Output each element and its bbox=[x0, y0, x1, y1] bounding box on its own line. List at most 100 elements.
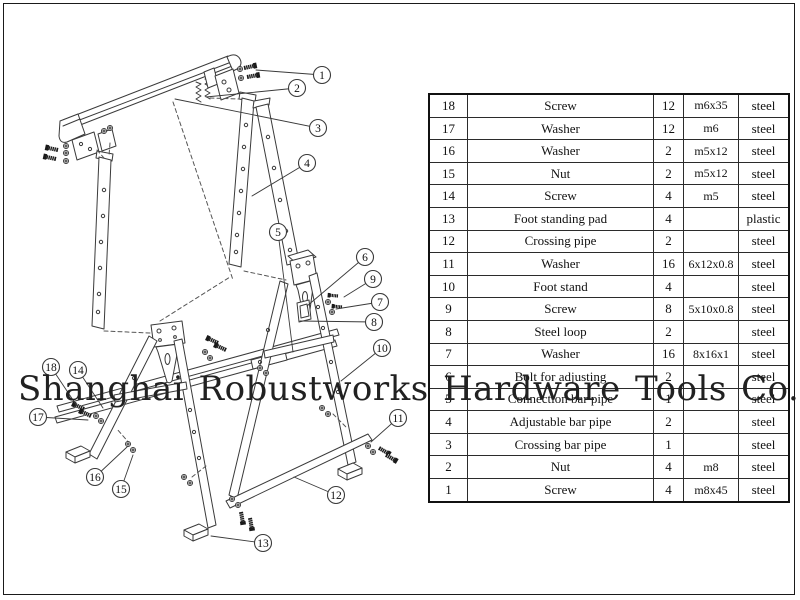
callout-3: 3 bbox=[174, 98, 328, 138]
cell-material: steel bbox=[738, 410, 790, 434]
cell-spec bbox=[683, 274, 739, 299]
cell-no: 17 bbox=[428, 116, 468, 141]
callout-7: 7 bbox=[335, 292, 390, 312]
cell-qty: 1 bbox=[653, 432, 684, 457]
cell-spec bbox=[683, 365, 739, 389]
cell-spec: m5x12 bbox=[683, 161, 739, 186]
foot-standing-pads bbox=[65, 445, 363, 542]
svg-text:1: 1 bbox=[319, 70, 325, 82]
cell-qty: 2 bbox=[653, 319, 684, 344]
cell-qty: 8 bbox=[653, 297, 684, 321]
foot-stand-left bbox=[88, 320, 217, 529]
callout-5: 5 bbox=[268, 222, 294, 353]
cell-name: Crossing pipe bbox=[467, 229, 654, 254]
cell-spec bbox=[683, 387, 739, 412]
cell-material: steel bbox=[738, 319, 790, 344]
steel-loop bbox=[296, 299, 312, 323]
callout-17: 17 bbox=[28, 407, 89, 427]
callout-4: 4 bbox=[251, 153, 317, 197]
callout-9: 9 bbox=[343, 269, 383, 298]
cell-spec bbox=[683, 410, 739, 434]
cell-material: plastic bbox=[738, 207, 790, 231]
callout-18: 18 bbox=[41, 357, 78, 407]
cell-no: 13 bbox=[428, 207, 468, 231]
cell-qty: 2 bbox=[653, 410, 684, 434]
foot-stand-right bbox=[228, 249, 357, 500]
callout-10: 10 bbox=[340, 338, 392, 382]
cell-no: 15 bbox=[428, 161, 468, 186]
cell-qty: 16 bbox=[653, 342, 684, 367]
svg-text:6: 6 bbox=[362, 252, 368, 264]
cell-qty: 12 bbox=[653, 93, 684, 118]
svg-text:14: 14 bbox=[72, 365, 84, 377]
crossing-pipe-bottom bbox=[225, 433, 373, 509]
adjusting-spring-bracket bbox=[195, 67, 240, 103]
cell-spec: m6 bbox=[683, 116, 739, 141]
svg-text:7: 7 bbox=[377, 297, 383, 309]
cell-name: Screw bbox=[467, 297, 654, 321]
cell-spec: m5x12 bbox=[683, 139, 739, 163]
cell-spec: 8x16x1 bbox=[683, 342, 739, 367]
cell-spec: m8x45 bbox=[683, 478, 739, 503]
assembly-guides bbox=[96, 97, 347, 478]
cell-no: 9 bbox=[428, 297, 468, 321]
cell-name: Connection bar pipe bbox=[467, 387, 654, 412]
cell-no: 14 bbox=[428, 184, 468, 209]
cell-name: Screw bbox=[467, 478, 654, 503]
cell-name: Foot stand bbox=[467, 274, 654, 299]
svg-text:9: 9 bbox=[370, 274, 376, 286]
svg-text:3: 3 bbox=[315, 123, 321, 135]
callout-11: 11 bbox=[370, 408, 408, 443]
callout-13: 13 bbox=[210, 533, 273, 553]
cell-material: steel bbox=[738, 455, 790, 479]
cell-spec: m5 bbox=[683, 184, 739, 209]
callout-15: 15 bbox=[111, 454, 134, 499]
svg-text:5: 5 bbox=[275, 227, 281, 239]
cell-material: steel bbox=[738, 342, 790, 367]
cell-material: steel bbox=[738, 297, 790, 321]
cell-qty: 16 bbox=[653, 252, 684, 276]
cell-name: Nut bbox=[467, 455, 654, 479]
cell-name: Washer bbox=[467, 116, 654, 141]
callout-14: 14 bbox=[68, 360, 104, 409]
cell-name: Washer bbox=[467, 139, 654, 163]
cell-qty: 4 bbox=[653, 478, 684, 503]
svg-text:16: 16 bbox=[89, 472, 101, 484]
cell-spec: 5x10x0.8 bbox=[683, 297, 739, 321]
cell-name: Bolt for adjusting bbox=[467, 365, 654, 389]
svg-text:13: 13 bbox=[257, 538, 269, 550]
svg-text:17: 17 bbox=[32, 412, 44, 424]
cell-material: steel bbox=[738, 229, 790, 254]
callout-16: 16 bbox=[85, 446, 128, 487]
cell-spec bbox=[683, 432, 739, 457]
cell-material: steel bbox=[738, 161, 790, 186]
svg-text:2: 2 bbox=[294, 83, 300, 95]
svg-text:18: 18 bbox=[45, 362, 57, 374]
callout-6: 6 bbox=[306, 247, 375, 307]
cell-qty: 2 bbox=[653, 365, 684, 389]
cell-spec bbox=[683, 229, 739, 254]
cell-no: 7 bbox=[428, 342, 468, 367]
adjustable-bar-right bbox=[228, 91, 257, 268]
cell-name: Adjustable bar pipe bbox=[467, 410, 654, 434]
cell-qty: 2 bbox=[653, 161, 684, 186]
cell-qty: 2 bbox=[653, 139, 684, 163]
svg-text:8: 8 bbox=[371, 317, 377, 329]
cell-name: Crossing bar pipe bbox=[467, 432, 654, 457]
cell-no: 16 bbox=[428, 139, 468, 163]
